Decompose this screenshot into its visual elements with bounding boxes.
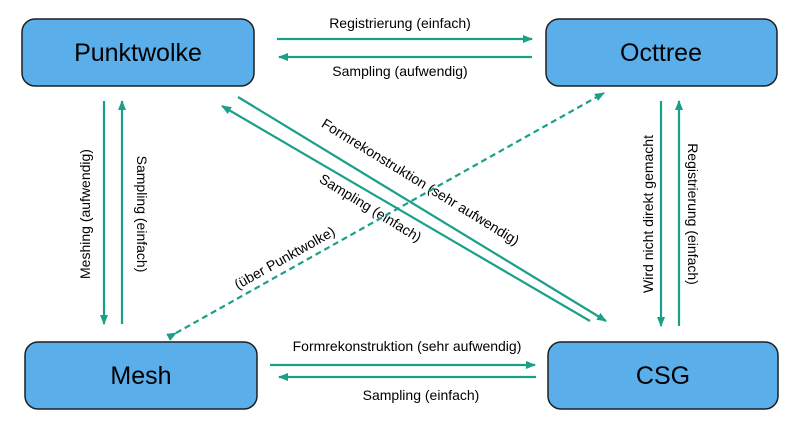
edge-label-wird-nicht: Wird nicht direkt gemacht (640, 135, 656, 293)
node-octtree-label: Octtree (620, 39, 702, 67)
node-mesh: Mesh (24, 341, 258, 410)
edge-label-registrierung-top: Registrierung (einfach) (329, 15, 471, 31)
node-octtree: Octtree (545, 18, 778, 87)
edge-mesh-octtree-dashed (166, 92, 605, 341)
edge-label-meshing: Meshing (aufwendig) (77, 149, 93, 279)
node-punktwolke: Punktwolke (21, 18, 255, 87)
edge-label-registrierung-right: Registrierung (einfach) (685, 143, 701, 285)
edge-label-formrekonstruktion-bottom: Formrekonstruktion (sehr aufwendig) (293, 338, 522, 354)
edge-label-sampling-left: Sampling (einfach) (134, 156, 150, 273)
edge-label-sampling-top: Sampling (aufwendig) (332, 63, 467, 79)
node-punktwolke-label: Punktwolke (74, 39, 202, 67)
node-mesh-label: Mesh (110, 362, 171, 390)
edge-label-sampling-bottom: Sampling (einfach) (363, 387, 480, 403)
edge-punktwolke-to-csg (237, 96, 607, 322)
edge-label-ueber-punktwolke: (über Punktwolke) (231, 223, 337, 292)
node-csg: CSG (547, 341, 779, 410)
node-csg-label: CSG (636, 362, 690, 390)
edge-csg-to-punktwolke (221, 105, 591, 322)
